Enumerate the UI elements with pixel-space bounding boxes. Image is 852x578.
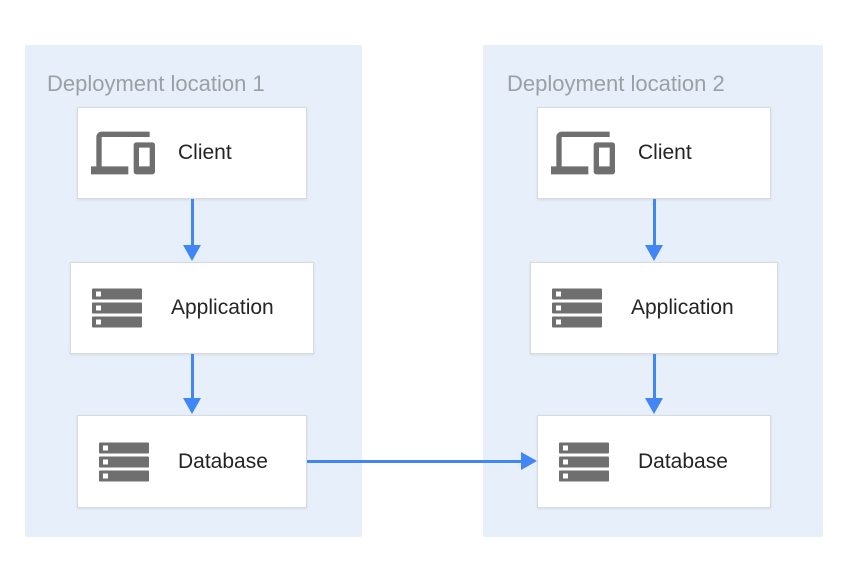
arrow-shaft [190,199,194,246]
arrow-shaft [652,199,656,246]
arrow-shaft [307,459,523,463]
node-database-1: Database [77,415,307,508]
server-stack-icon [559,442,609,481]
arrow-client1-to-application1 [182,199,202,261]
node-label: Database [178,449,268,473]
node-label: Database [638,449,728,473]
node-label: Application [631,296,734,319]
arrow-head-down-icon [183,398,201,414]
deployment-location-2-title: Deployment location 2 [507,71,725,96]
server-stack-icon [552,288,602,328]
arrow-head-right-icon [521,452,537,470]
arrow-shaft [190,354,194,399]
node-label: Application [171,296,274,319]
arrow-head-down-icon [645,245,663,261]
arrow-database1-to-database2 [307,451,537,471]
arrow-head-down-icon [183,245,201,261]
server-stack-icon [92,288,142,328]
devices-icon [91,121,155,185]
node-label: Client [178,141,232,164]
node-database-2: Database [537,415,771,508]
arrow-head-down-icon [645,398,663,414]
deployment-location-1-title: Deployment location 1 [47,71,265,96]
arrow-application1-to-database1 [182,354,202,414]
node-application-1: Application [70,262,314,354]
node-label: Client [638,141,692,164]
arrow-shaft [652,354,656,399]
server-stack-icon [99,442,149,481]
node-client-1: Client [77,107,307,199]
arrow-application2-to-database2 [644,354,664,414]
node-application-2: Application [530,262,778,354]
devices-icon [551,121,615,185]
arrow-client2-to-application2 [644,199,664,261]
node-client-2: Client [537,107,771,199]
